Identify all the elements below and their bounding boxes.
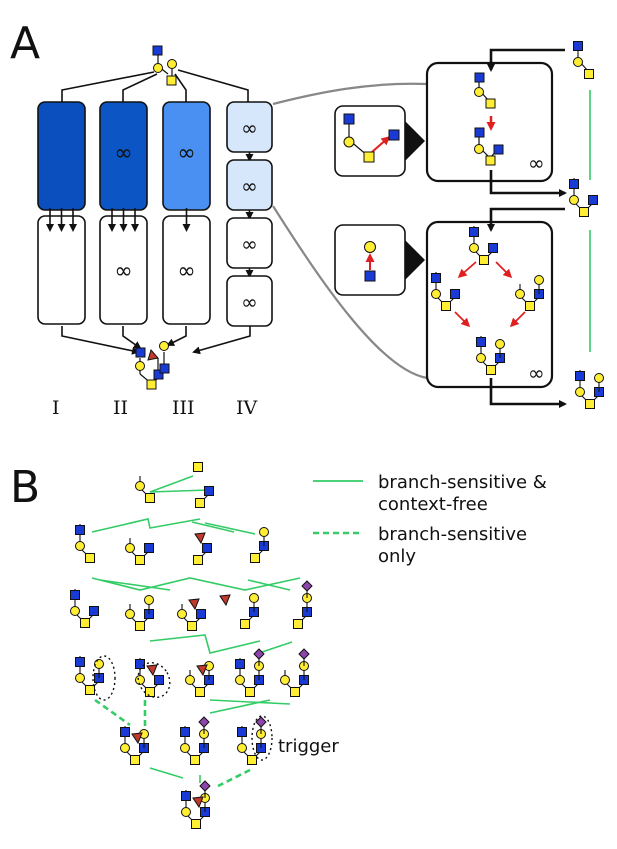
network-glycan-r6a (120, 726, 149, 765)
pathway-1-golgi-box (37, 101, 86, 211)
network-glycan-r3b (125, 538, 154, 565)
detail-box-upper: ∞ (425, 61, 554, 183)
legend-dashed-line2: only (378, 546, 416, 567)
highlight-ellipses (92, 655, 273, 761)
lower-box-glycan-top (469, 226, 498, 265)
zoom-connector-upper (272, 82, 428, 106)
pathway-4-box-2-infinity: ∞ (241, 174, 258, 198)
network-glycan-r5b (135, 658, 164, 697)
pathway-3-top-infinity: ∞ (177, 141, 195, 166)
pathway-3-bottom-infinity: ∞ (177, 259, 195, 284)
pathway-label-iii: III (172, 397, 195, 419)
pathway-4-box-1-infinity: ∞ (241, 116, 258, 140)
network-glycan-final (181, 780, 211, 829)
lower-box-glycan-right (515, 275, 544, 311)
network-glycan-r3c (193, 532, 212, 565)
network-glycan-r3d (250, 527, 269, 563)
top-glycan (152, 45, 177, 86)
network-glycan-r2b (195, 486, 214, 508)
network-glycan-r4a (70, 589, 99, 628)
pathway-label-ii: II (113, 397, 128, 419)
pathway-4: ∞ ∞ ∞ ∞ (226, 101, 273, 327)
right-glycan-2 (569, 178, 598, 217)
pathway-1-lower-box (37, 215, 86, 325)
network-glycan-r4e (293, 580, 313, 629)
network-edges (91, 475, 301, 788)
product-glycan (135, 341, 170, 390)
detail-lower-infinity: ∞ (528, 361, 545, 385)
enzyme-callout-lower (334, 224, 425, 296)
network-glycan-r5c (185, 661, 214, 697)
network-glycan-r6b (180, 716, 210, 765)
convergence-arrows (61, 326, 251, 355)
network-glycan-r5a (75, 656, 104, 695)
lower-box-glycan-bottom (476, 336, 505, 375)
right-glycan-series (569, 41, 604, 409)
pathway-4-box-3-infinity: ∞ (241, 232, 258, 256)
network-glycan-r6c (237, 716, 267, 765)
network-glycan-r5d (235, 648, 265, 697)
network-glycan-r2a (135, 476, 155, 503)
panel-a-label: A (10, 18, 40, 69)
pathway-3: ∞∞ (162, 101, 211, 325)
pathway-4-box-4-infinity: ∞ (241, 290, 258, 314)
detail-upper-infinity: ∞ (528, 151, 545, 175)
pathway-label-i: I (52, 397, 60, 419)
network-glycans (70, 462, 313, 829)
legend: branch-sensitive & context-free branch-s… (313, 472, 547, 567)
distribution-arrows (58, 69, 252, 120)
detail-box-lower: ∞ (425, 220, 554, 389)
legend-solid-line1: branch-sensitive & (378, 472, 547, 493)
legend-solid-line2: context-free (378, 494, 488, 515)
network-glycan-r3a (75, 524, 95, 563)
network-glycan-r5e (280, 648, 310, 697)
trigger-label: trigger (278, 736, 339, 757)
network-glycan-r4b (125, 595, 154, 631)
panel-b-label: B (10, 462, 40, 513)
pathway-2-top-infinity: ∞ (114, 141, 132, 166)
legend-dashed-line1: branch-sensitive (378, 524, 527, 545)
network-glycan-root (193, 462, 203, 472)
pathway-2: ∞∞ (99, 101, 148, 325)
right-glycan-1 (573, 41, 594, 79)
network-glycan-r4d (219, 593, 259, 629)
pathway-columns: ∞∞∞∞∞∞∞∞ (37, 101, 273, 327)
lower-box-glycan-left (431, 272, 460, 311)
network-glycan-r4c (177, 598, 206, 631)
enzyme-callout-upper (334, 105, 425, 177)
pathway-label-iv: IV (236, 397, 258, 419)
pathway-2-bottom-infinity: ∞ (114, 259, 132, 284)
detail-flow-arrows (487, 48, 567, 408)
zoom-connector-lower (272, 205, 428, 380)
right-glycan-3 (575, 370, 604, 409)
pathway-1 (37, 101, 86, 325)
